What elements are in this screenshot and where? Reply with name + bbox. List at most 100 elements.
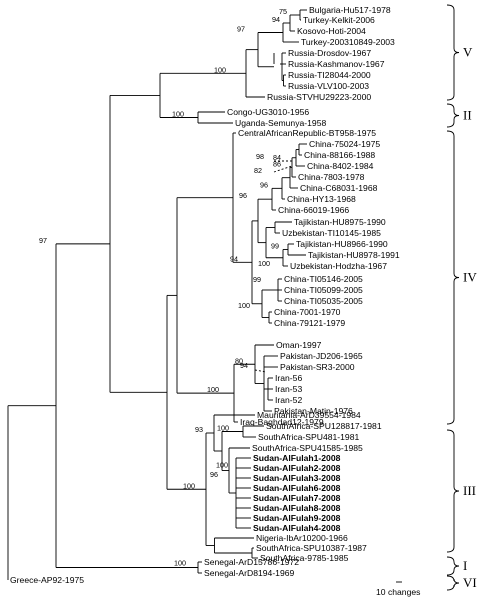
leaf-label: Iran-56	[275, 373, 302, 383]
clade-label: I	[463, 558, 467, 573]
leaf-label: Sudan-AlFulah2-2008	[253, 463, 341, 473]
clade-label: IV	[463, 270, 477, 285]
support-value: 100	[172, 110, 184, 119]
leaf-label: Sudan-AlFulah4-2008	[253, 523, 341, 533]
leaf-label: Greece-AP92-1975	[10, 575, 84, 585]
clade-brace	[446, 429, 460, 553]
leaf-label: Sudan-AlFulah1-2008	[253, 453, 341, 463]
support-value: 97	[39, 236, 47, 245]
support-value: 93	[195, 425, 203, 434]
leaf-label: Turkey-Kelkit-2006	[303, 15, 375, 25]
support-pointer	[254, 369, 267, 373]
support-value: 100	[258, 259, 270, 268]
leaf-label: SouthAfrica-SPU128817-1981	[266, 421, 382, 431]
leaf-label: Russia-VLV100-2003	[288, 81, 369, 91]
leaf-label: Iran-52	[275, 395, 302, 405]
leaf-label: China-8402-1984	[307, 161, 374, 171]
support-value: 96	[260, 180, 268, 189]
leaf-label: China-7803-1978	[298, 172, 365, 182]
clade-brace	[446, 103, 460, 128]
leaf-label: Kosovo-Hoti-2004	[297, 26, 366, 36]
leaf-label: Congo-UG3010-1956	[227, 107, 309, 117]
leaf-label: China-HY13-1968	[287, 194, 356, 204]
support-value: 99	[271, 242, 279, 251]
leaf-label: Senegal-ArD8194-1969	[204, 568, 295, 578]
support-value: 96	[239, 191, 247, 200]
clade-label: II	[463, 108, 472, 123]
support-value: 98	[256, 152, 264, 161]
support-value: 94	[230, 254, 238, 263]
scale-bar: 10 changes	[376, 581, 420, 597]
support-value: 100	[214, 65, 226, 74]
clade-brace	[446, 556, 460, 576]
leaf-label: Sudan-AlFulah6-2008	[253, 483, 341, 493]
support-value: 100	[183, 481, 195, 490]
support-value: 100	[216, 461, 228, 470]
leaf-label: China-79121-1979	[274, 318, 345, 328]
leaf-label: SouthAfrica-SPU481-1981	[258, 432, 359, 442]
tree-branches	[7, 9, 307, 580]
leaf-label: China-88166-1988	[304, 150, 375, 160]
support-value: 86	[273, 159, 281, 168]
leaf-label: China-TI05099-2005	[284, 285, 363, 295]
leaf-label: Iraq-Baghdad12-1979	[240, 417, 324, 427]
clade-brace	[446, 130, 460, 425]
leaf-label: Pakistan-Matin-1976	[274, 406, 353, 416]
leaf-label: China-C68031-1968	[300, 183, 378, 193]
support-values: 7594971001009882848696969910094991008094…	[39, 7, 287, 568]
scale-bar-label: 10 changes	[376, 587, 420, 597]
leaf-label: SouthAfrica-SPU41585-1985	[252, 443, 363, 453]
leaf-label: Turkey-200310849-2003	[301, 37, 395, 47]
support-value: 100	[238, 301, 250, 310]
clade-brace	[446, 575, 460, 591]
support-pointer	[273, 165, 293, 173]
leaf-label: Pakistan-JD206-1965	[280, 351, 363, 361]
leaf-label: Sudan-AlFulah7-2008	[253, 493, 341, 503]
support-value: 82	[254, 166, 262, 175]
leaf-label: Russia-Kashmanov-1967	[288, 59, 385, 69]
leaf-label: Oman-1997	[276, 340, 322, 350]
leaf-label: Pakistan-SR3-2000	[280, 362, 355, 372]
leaf-label: Bulgaria-Hu517-1978	[309, 5, 391, 15]
leaf-label: China-TI05146-2005	[284, 274, 363, 284]
leaf-label: Russia-TI28044-2000	[288, 70, 371, 80]
leaf-label: Russia-Drosdov-1967	[288, 48, 371, 58]
leaf-labels: Bulgaria-Hu517-1978Turkey-Kelkit-2006Kos…	[10, 5, 400, 585]
leaf-label: SouthAfrica-SPU10387-1987	[256, 543, 367, 553]
support-value: 100	[207, 385, 219, 394]
support-value: 99	[253, 275, 261, 284]
leaf-label: China-66019-1966	[278, 205, 349, 215]
clade-brace	[446, 4, 460, 101]
leaf-label: Nigeria-IbAr10200-1966	[256, 533, 348, 543]
clade-label: III	[463, 483, 476, 498]
leaf-label: Senegal-ArD15786-1972	[204, 557, 299, 567]
support-value: 94	[272, 15, 280, 24]
leaf-label: Sudan-AlFulah3-2008	[253, 473, 341, 483]
leaf-label: Sudan-AlFulah8-2008	[253, 503, 341, 513]
support-value: 100	[217, 424, 229, 433]
support-value: 97	[237, 25, 245, 34]
leaf-label: Russia-STVHU29223-2000	[267, 92, 371, 102]
leaf-label: China-7001-1970	[274, 307, 341, 317]
clade-label: VI	[463, 575, 477, 590]
support-value: 80	[235, 356, 243, 365]
leaf-label: Tajikistan-HU8966-1990	[296, 239, 388, 249]
leaf-label: China-75024-1975	[309, 139, 380, 149]
leaf-label: CentralAfricanRepublic-BT958-1975	[238, 128, 376, 138]
leaf-label: Tajikistan-HU8975-1990	[294, 217, 386, 227]
leaf-label: Uganda-Semunya-1958	[235, 118, 326, 128]
leaf-label: SouthAfrica-9785-1985	[260, 553, 349, 563]
leaf-label: Tajikistan-HU8978-1991	[308, 250, 400, 260]
leaf-label: Uzbekistan-TI10145-1985	[282, 228, 381, 238]
support-value: 96	[210, 470, 218, 479]
clade-label: V	[463, 45, 473, 60]
leaf-label: Mauritania-ArD39554-1984	[257, 410, 361, 420]
leaf-label: China-TI05035-2005	[284, 296, 363, 306]
leaf-label: Iran-53	[275, 384, 302, 394]
support-value: 94	[240, 361, 248, 370]
support-value: 84	[273, 153, 281, 162]
support-value: 75	[279, 7, 287, 16]
leaf-label: Sudan-AlFulah9-2008	[253, 513, 341, 523]
